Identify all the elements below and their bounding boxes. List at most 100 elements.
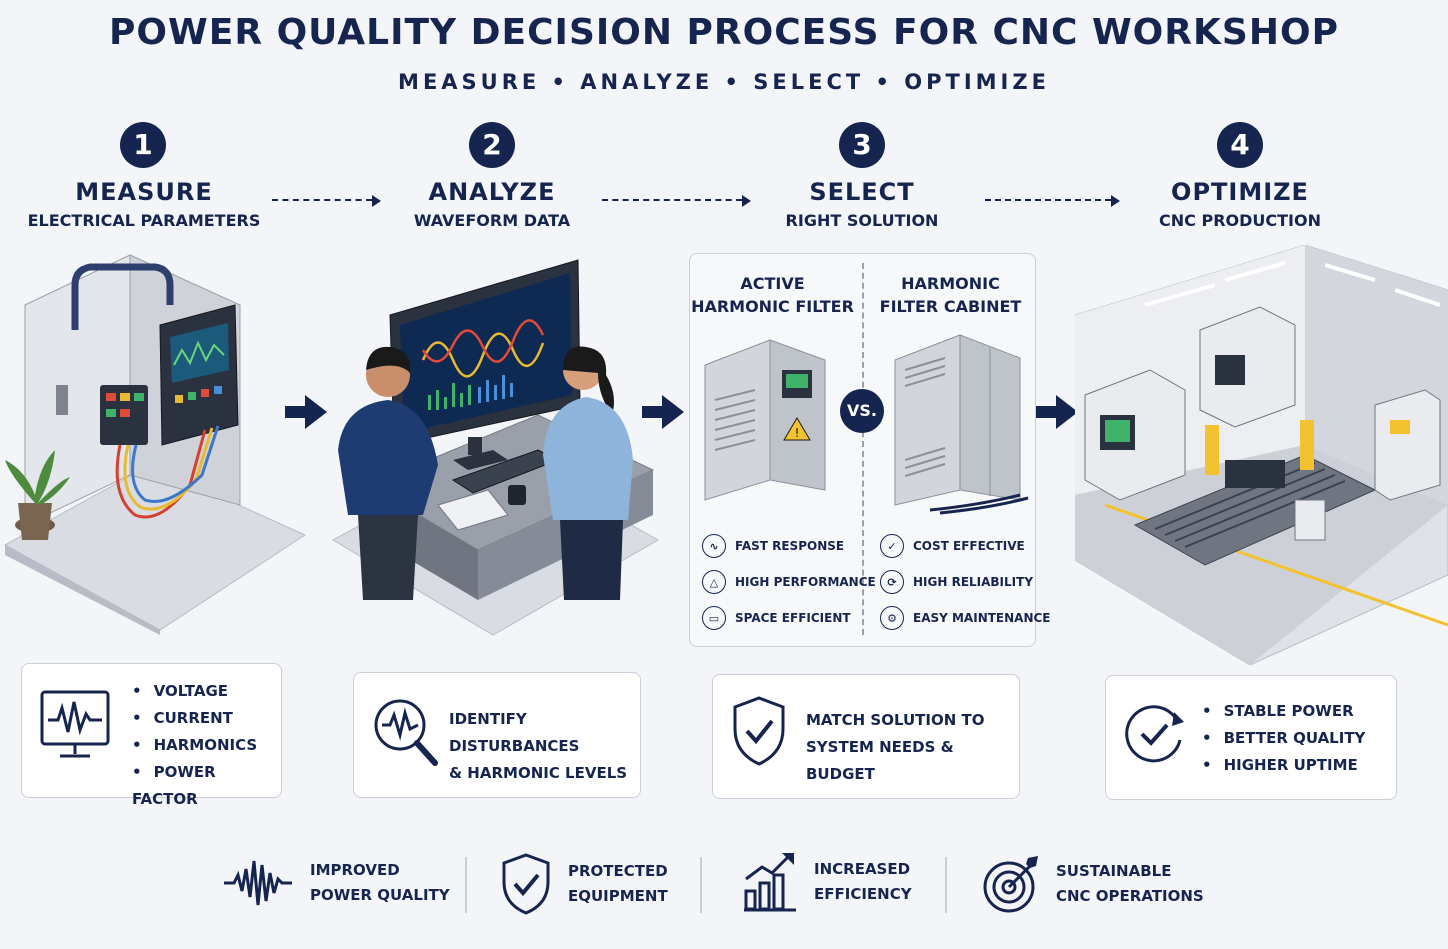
step-2-subtitle: WAVEFORM DATA [413, 211, 571, 230]
feature-easy-maintenance: ⚙ EASY MAINTENANCE [880, 600, 1051, 636]
step-connector-arrow [985, 190, 1120, 209]
feature-high-reliability: ⟳ HIGH RELIABILITY [880, 564, 1051, 600]
step-3-title: SELECT [809, 178, 915, 206]
shield-check-icon [733, 696, 785, 766]
feature-space-efficient: ▭ SPACE EFFICIENT [702, 600, 876, 636]
shield-check-icon [502, 853, 550, 915]
feature-label: HIGH PERFORMANCE [735, 575, 876, 589]
step-2-number: 2 [469, 122, 515, 168]
compact-box-icon: ▭ [702, 606, 726, 630]
active-harmonic-filter-title-line1: ACTIVE [740, 274, 805, 293]
filter-cabinet-feature-list: ✓ COST EFFECTIVE ⟳ HIGH RELIABILITY ⚙ EASY … [880, 528, 1051, 636]
outcome-label-line1: INCREASED [814, 860, 911, 878]
growth-chart-icon [744, 853, 796, 912]
list-item: HIGHER UPTIME [1202, 752, 1365, 779]
waveform-icon [224, 860, 292, 906]
outcome-divider [465, 857, 467, 913]
flow-arrow-1 [285, 395, 327, 429]
outcome-label-line2: POWER QUALITY [310, 886, 450, 904]
feature-high-performance: △ HIGH PERFORMANCE [702, 564, 876, 600]
waveform-icon: ∿ [702, 534, 726, 558]
list-item: CURRENT [132, 705, 281, 732]
outcome-label-line2: CNC OPERATIONS [1056, 887, 1204, 905]
optimize-benefit-list: STABLE POWER BETTER QUALITY HIGHER UPTIM… [1202, 698, 1366, 779]
step-4-subtitle: CNC PRODUCTION [1159, 211, 1321, 230]
harmonic-filter-cabinet-title-line1: HARMONIC [901, 274, 1000, 293]
target-icon [983, 856, 1038, 913]
page-title: POWER QUALITY DECISION PROCESS FOR CNC W… [109, 12, 1339, 53]
cnc-factory-illustration [1075, 245, 1448, 665]
analyze-description-line1: IDENTIFY DISTURBANCES [449, 710, 580, 755]
outcome-label-line2: EFFICIENCY [814, 885, 912, 903]
active-harmonic-filter-title-line2: HARMONIC FILTER [691, 297, 854, 316]
harmonic-filter-cabinet-title-line2: FILTER CABINET [879, 297, 1022, 316]
list-item: POWER FACTOR [132, 759, 281, 813]
reliability-icon: ⟳ [880, 570, 904, 594]
electrical-cabinet-illustration [3, 254, 307, 635]
list-item: HARMONICS [132, 732, 281, 759]
outcome-sustainable-cnc-operations: SUSTAINABLE CNC OPERATIONS [982, 854, 1204, 914]
magnifier-waveform-icon [374, 699, 438, 766]
outcome-divider [700, 857, 702, 913]
svg-text:!: ! [795, 426, 800, 440]
select-info-box: MATCH SOLUTION TO SYSTEM NEEDS & BUDGET [712, 674, 1020, 799]
analyze-description: IDENTIFY DISTURBANCES & HARMONIC LEVELS [449, 706, 640, 787]
step-2-title: ANALYZE [428, 178, 556, 206]
measure-parameter-list: VOLTAGE CURRENT HARMONICS POWER FACTOR [132, 678, 281, 813]
active-harmonic-filter-illustration: ! [704, 339, 826, 501]
feature-label: EASY MAINTENANCE [913, 611, 1051, 625]
active-harmonic-filter-title: ACTIVE HARMONIC FILTER [690, 272, 855, 318]
feature-label: SPACE EFFICIENT [735, 611, 851, 625]
step-1-subtitle: ELECTRICAL PARAMETERS [27, 211, 261, 230]
step-1-title: MEASURE [75, 178, 213, 206]
outcome-divider [945, 857, 947, 913]
engineers-analyzing-illustration [331, 259, 660, 636]
outcome-label: INCREASED EFFICIENCY [814, 857, 912, 907]
coin-check-icon: ✓ [880, 534, 904, 558]
page-subtitle: MEASURE • ANALYZE • SELECT • OPTIMIZE [398, 70, 1050, 94]
outcome-label: SUSTAINABLE CNC OPERATIONS [1056, 859, 1204, 909]
list-item: BETTER QUALITY [1202, 725, 1366, 752]
feature-fast-response: ∿ FAST RESPONSE [702, 528, 876, 564]
harmonic-filter-cabinet-title: HARMONIC FILTER CABINET [868, 272, 1033, 318]
outcome-label: PROTECTED EQUIPMENT [568, 859, 668, 909]
outcome-improved-power-quality: IMPROVED POWER QUALITY [222, 855, 450, 911]
outcome-protected-equipment: PROTECTED EQUIPMENT [500, 852, 668, 916]
versus-badge: VS. [840, 389, 884, 433]
harmonic-filter-cabinet-illustration [894, 334, 1029, 515]
outcome-label-line2: EQUIPMENT [568, 887, 668, 905]
analyze-info-box: IDENTIFY DISTURBANCES & HARMONIC LEVELS [353, 672, 641, 798]
step-3-subtitle: RIGHT SOLUTION [785, 211, 939, 230]
list-item: VOLTAGE [132, 678, 281, 705]
flow-arrow-3 [1036, 395, 1078, 429]
step-4-title: OPTIMIZE [1171, 178, 1309, 206]
circular-check-icon [1125, 705, 1184, 763]
measure-info-box: VOLTAGE CURRENT HARMONICS POWER FACTOR [21, 663, 282, 808]
step-connector-arrow [602, 190, 751, 209]
maintenance-icon: ⚙ [880, 606, 904, 630]
step-4-number: 4 [1217, 122, 1263, 168]
select-description-line1: MATCH SOLUTION TO [806, 711, 985, 729]
outcome-label-line1: IMPROVED [310, 861, 400, 879]
triangle-icon: △ [702, 570, 726, 594]
select-description-line2: SYSTEM NEEDS & BUDGET [806, 738, 954, 783]
select-description: MATCH SOLUTION TO SYSTEM NEEDS & BUDGET [806, 707, 1019, 788]
feature-label: COST EFFECTIVE [913, 539, 1025, 553]
feature-label: FAST RESPONSE [735, 539, 845, 553]
outcome-label-line1: PROTECTED [568, 862, 668, 880]
analyze-description-line2: & HARMONIC LEVELS [449, 764, 628, 782]
outcome-increased-efficiency: INCREASED EFFICIENCY [742, 851, 912, 913]
feature-cost-effective: ✓ COST EFFECTIVE [880, 528, 1051, 564]
monitor-waveform-icon [40, 690, 110, 758]
feature-label: HIGH RELIABILITY [913, 575, 1034, 589]
step-connector-arrow [272, 190, 381, 209]
step-1-number: 1 [120, 122, 166, 168]
step-3-number: 3 [839, 122, 885, 168]
outcome-label: IMPROVED POWER QUALITY [310, 858, 450, 908]
outcome-label-line1: SUSTAINABLE [1056, 862, 1172, 880]
list-item: STABLE POWER [1202, 698, 1365, 725]
flow-arrow-2 [642, 395, 684, 429]
active-filter-feature-list: ∿ FAST RESPONSE △ HIGH PERFORMANCE ▭ SPACE … [702, 528, 876, 636]
comparison-divider [862, 263, 864, 635]
optimize-info-box: STABLE POWER BETTER QUALITY HIGHER UPTIM… [1105, 675, 1397, 800]
